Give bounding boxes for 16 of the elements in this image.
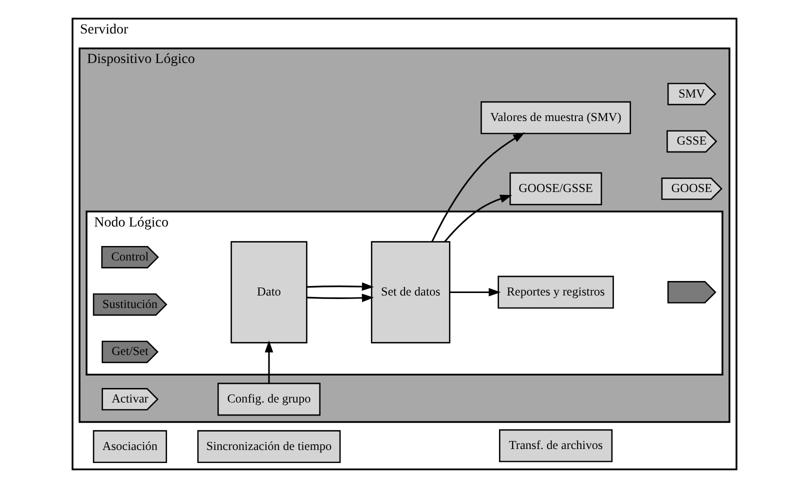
arrow bbox=[306, 294, 374, 302]
arrow bbox=[264, 340, 274, 384]
node-box: Dato bbox=[230, 241, 308, 344]
node-box: Transf. de archivos bbox=[499, 429, 613, 462]
node-box: GOOSE/GSSE bbox=[510, 172, 602, 206]
node-box: Asociación bbox=[92, 430, 168, 464]
node-arrow bbox=[667, 281, 716, 304]
arrow bbox=[444, 194, 512, 242]
node-box: Sincronización de tiempo bbox=[197, 430, 341, 464]
arrow bbox=[431, 132, 526, 242]
arrow bbox=[450, 288, 501, 296]
arrow bbox=[306, 282, 374, 291]
node-box: Set de datos bbox=[370, 241, 450, 344]
node-box: Config. de grupo bbox=[217, 382, 321, 416]
node-box: Valores de muestra (SMV) bbox=[480, 101, 631, 134]
node-box: Reportes y registros bbox=[498, 276, 614, 309]
